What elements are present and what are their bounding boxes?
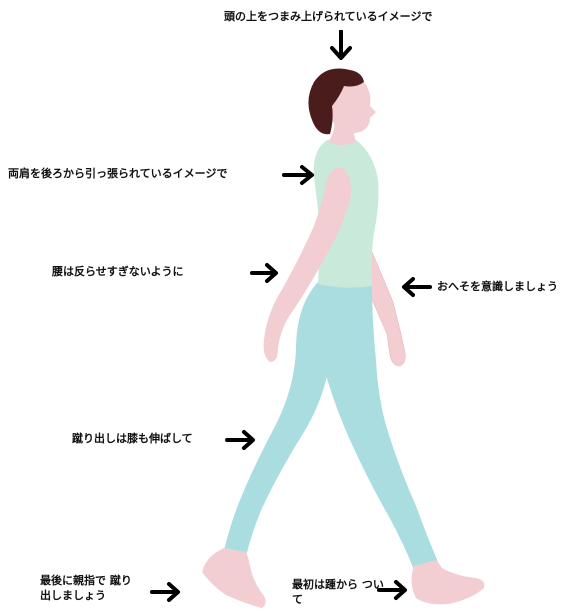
arrow-right-icon bbox=[282, 165, 314, 185]
arrow-right-icon bbox=[250, 263, 278, 283]
front-foot bbox=[411, 560, 485, 605]
annotation-head: 頭の上をつまみ上げられているイメージで bbox=[224, 10, 433, 23]
annotation-heel: 最初は踵から ついて bbox=[292, 578, 384, 606]
arrow-right-icon bbox=[377, 580, 407, 600]
annotation-navel: おへそを意識しましょう bbox=[437, 280, 558, 293]
back-foot bbox=[202, 548, 266, 608]
annotation-knee: 蹴り出しは膝も伸ばして bbox=[72, 432, 193, 445]
hair bbox=[308, 68, 364, 135]
arrow-left-icon bbox=[402, 277, 432, 297]
annotation-toe: 最後に親指で 蹴り出しましょう bbox=[40, 574, 132, 602]
front-leg bbox=[315, 282, 438, 570]
annotation-lower-back: 腰は反らせすぎないように bbox=[52, 265, 184, 278]
front-arm bbox=[263, 167, 351, 362]
arrow-right-icon bbox=[150, 582, 180, 602]
arrow-right-icon bbox=[225, 430, 255, 450]
back-leg bbox=[224, 282, 350, 556]
arrow-down-icon bbox=[330, 30, 352, 60]
annotation-shoulders: 両肩を後ろから引っ張られているイメージで bbox=[8, 167, 228, 180]
